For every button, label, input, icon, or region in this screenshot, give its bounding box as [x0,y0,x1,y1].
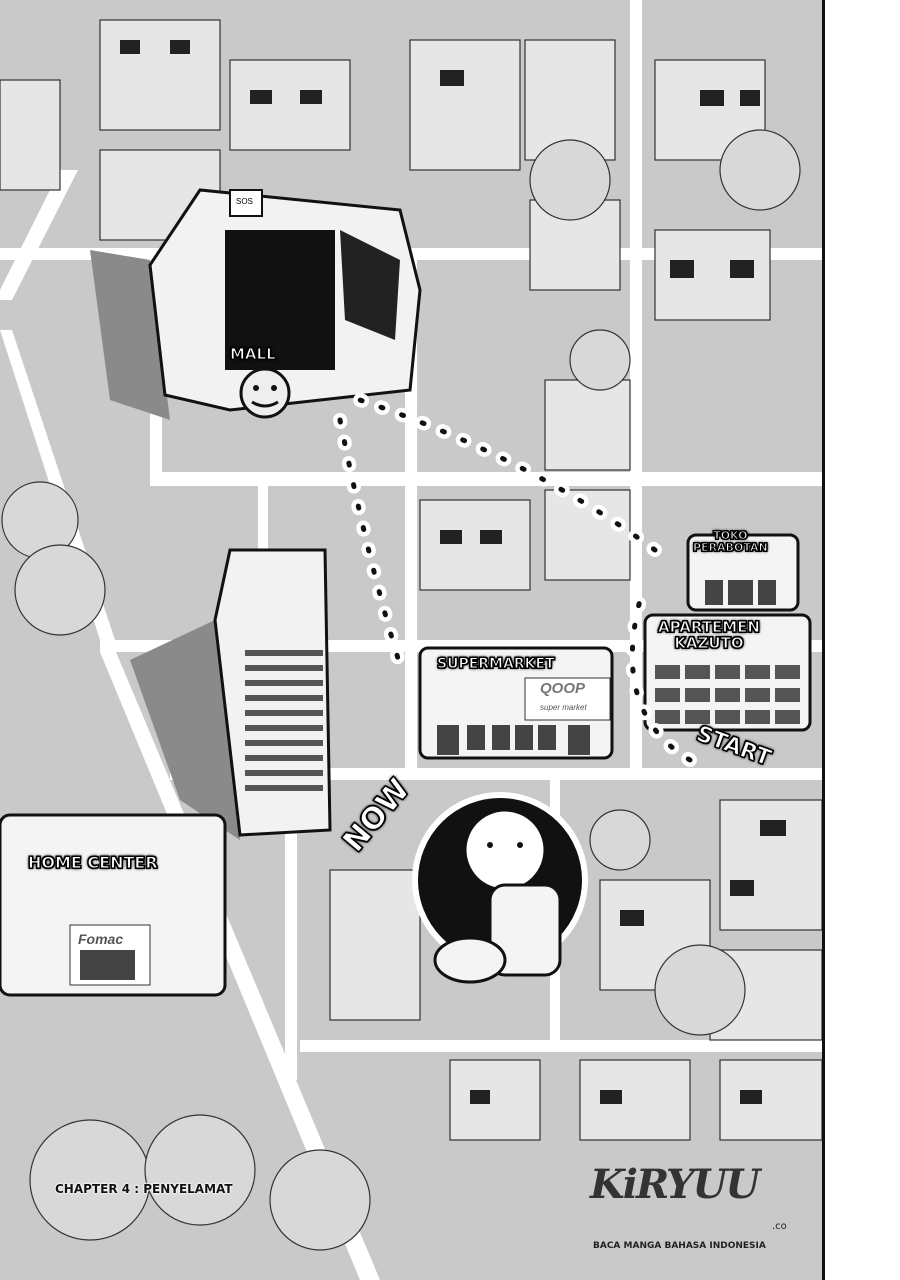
windows [120,40,786,1104]
kiryuu-tagline: BACA MANGA BAHASA INDONESIA [593,1241,766,1251]
apartemen-kazuto-building [643,613,812,732]
fomac-sign: Fomac [78,931,124,947]
label-mall: MALL [230,345,277,363]
page-border [822,0,825,1280]
map-illustration: MALL SUPERMARKET TOKO PERABOTAN APARTEME… [0,0,822,1280]
label-apartemen-kazuto: APARTEMEN KAZUTO [658,618,761,652]
kiryuu-logo: KiRYUU [590,1161,760,1208]
sos-sign: SOS [236,197,253,206]
supermarket-building [418,646,614,760]
label-supermarket: SUPERMARKET [437,656,556,672]
mall-building [90,188,422,420]
trees [1,129,801,1251]
chapter-title: CHAPTER 4 : PENYELAMAT [55,1182,233,1196]
map-drawing [0,0,822,1280]
toko-perabotan-building [686,533,800,612]
label-home-center: HOME CENTER [28,853,159,872]
home-center-building [0,813,227,997]
character-marker [412,792,588,984]
kiryuu-domain: .co [772,1221,787,1232]
label-toko-perabotan: TOKO PERABOTAN [693,529,769,554]
qoop-sign: QOOP [540,680,586,697]
goblin-marker [239,367,291,419]
qoop-subtitle: super market [540,703,587,712]
tower-building [130,548,332,840]
